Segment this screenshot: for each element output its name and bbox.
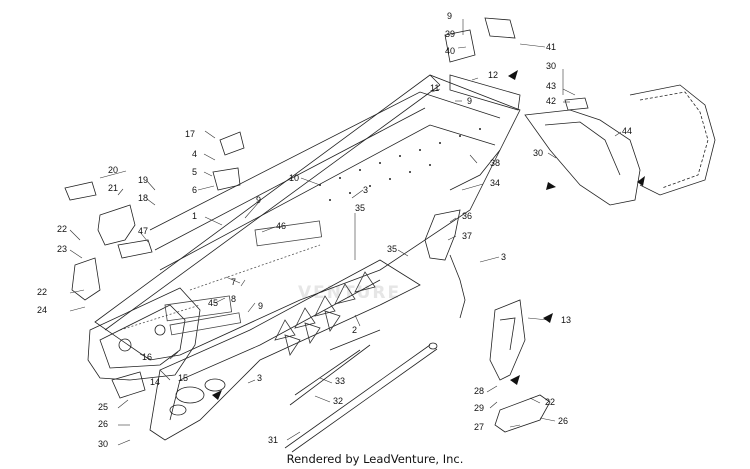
rear-bumper [524, 84, 716, 206]
cross-tubes [284, 329, 438, 453]
callout-10: 10 [289, 173, 299, 183]
heel-pad [494, 394, 551, 433]
chassis-tunnel [94, 74, 521, 361]
callout-16: 16 [142, 352, 152, 362]
callout-15: 15 [178, 373, 188, 383]
traction-pads [164, 220, 323, 336]
callout-46: 46 [276, 221, 286, 231]
callout-2: 2 [352, 325, 357, 335]
callout-30: 30 [98, 439, 108, 449]
callout-28: 28 [474, 386, 484, 396]
callout-9: 9 [467, 96, 472, 106]
callout-6: 6 [192, 185, 197, 195]
callout-32: 32 [333, 396, 343, 406]
callout-14: 14 [150, 377, 160, 387]
running-board [149, 259, 421, 441]
callout-4: 4 [192, 149, 197, 159]
callout-9: 9 [447, 11, 452, 21]
footer-credit: Rendered by LeadVenture, Inc. [286, 452, 464, 466]
callout-21: 21 [108, 183, 118, 193]
callout-8: 8 [231, 294, 236, 304]
callout-47: 47 [138, 226, 148, 236]
callout-36: 36 [462, 211, 472, 221]
callout-3: 3 [257, 373, 262, 383]
watermark-text: VENTURE [298, 283, 402, 303]
top-brackets [444, 17, 521, 111]
callout-labels: 9 39 40 41 12 30 43 42 11 9 44 30 38 34 … [37, 11, 632, 449]
callout-19: 19 [138, 175, 148, 185]
callout-42: 42 [546, 96, 556, 106]
callout-13: 13 [561, 315, 571, 325]
callout-31: 31 [268, 435, 278, 445]
callout-24: 24 [37, 305, 47, 315]
callout-23: 23 [57, 244, 67, 254]
callout-35: 35 [387, 244, 397, 254]
callout-5: 5 [192, 167, 197, 177]
callout-1: 1 [192, 211, 197, 221]
callout-22: 22 [545, 397, 555, 407]
callout-9: 9 [256, 195, 261, 205]
callout-25: 25 [98, 402, 108, 412]
callout-35: 35 [355, 203, 365, 213]
callout-29: 29 [474, 403, 484, 413]
callout-27: 27 [474, 422, 484, 432]
arrow-markers [212, 70, 645, 400]
callout-7: 7 [231, 277, 236, 287]
callout-37: 37 [462, 231, 472, 241]
callout-17: 17 [185, 129, 195, 139]
callout-26: 26 [98, 419, 108, 429]
callout-39: 39 [445, 29, 455, 39]
callout-43: 43 [546, 81, 556, 91]
callout-33: 33 [335, 376, 345, 386]
callout-3: 3 [501, 252, 506, 262]
leader-lines [69, 19, 622, 446]
rear-bracket [424, 209, 526, 381]
callout-18: 18 [138, 193, 148, 203]
callout-40: 40 [445, 46, 455, 56]
front-frame [87, 287, 201, 381]
callout-26: 26 [558, 416, 568, 426]
callout-34: 34 [490, 178, 500, 188]
callout-38: 38 [490, 158, 500, 168]
callout-30: 30 [533, 148, 543, 158]
callout-44: 44 [622, 126, 632, 136]
callout-12: 12 [488, 70, 498, 80]
callout-22: 22 [57, 224, 67, 234]
callout-22: 22 [37, 287, 47, 297]
callout-11: 11 [430, 83, 439, 93]
left-parts [64, 131, 245, 399]
callout-41: 41 [546, 42, 556, 52]
callout-20: 20 [108, 165, 118, 175]
callout-30: 30 [546, 61, 556, 71]
callout-9: 9 [258, 301, 263, 311]
callout-45: 45 [208, 298, 218, 308]
callout-3: 3 [363, 185, 368, 195]
